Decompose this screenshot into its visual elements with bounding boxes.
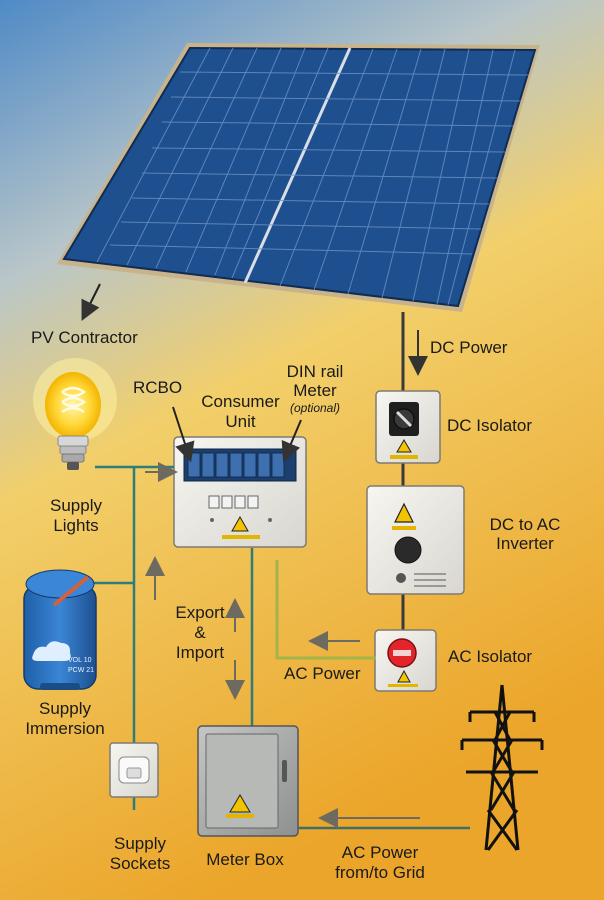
label-ac-power: AC Power — [284, 664, 361, 683]
label-supply-sockets-1: Supply — [114, 834, 166, 853]
label-ac-grid-2: from/to Grid — [335, 863, 425, 882]
label-dc-power: DC Power — [430, 338, 508, 357]
pylon-icon — [460, 684, 544, 851]
label-import: Import — [175, 643, 225, 662]
tank-text-2: PCW 21 — [68, 667, 94, 674]
label-din-optional: (optional) — [289, 401, 341, 415]
label-supply-immersion-1: Supply — [39, 699, 91, 718]
rcbo-arrow — [172, 406, 195, 463]
label-din-rail-2: Meter — [293, 381, 337, 400]
label-rcbo: RCBO — [133, 378, 183, 397]
label-supply-immersion-2: Immersion — [25, 719, 105, 738]
label-consumer-unit-2: Unit — [225, 412, 256, 431]
pv-arrow — [81, 283, 101, 321]
ac-wire — [275, 560, 376, 660]
inverter-box — [366, 485, 465, 595]
label-export: Export — [175, 603, 225, 622]
label-pv-contractor: PV Contractor — [31, 328, 138, 347]
label-dc-isolator: DC Isolator — [447, 416, 533, 435]
light-bulb-icon — [33, 358, 117, 470]
solar-panel-icon — [57, 43, 540, 312]
meter-box — [197, 725, 299, 837]
label-meter-box: Meter Box — [206, 850, 284, 869]
label-consumer-unit-1: Consumer — [201, 392, 280, 411]
label-supply-lights-2: Lights — [53, 516, 99, 535]
ac-isolator-box — [374, 629, 437, 692]
label-supply-lights-1: Supply — [50, 496, 102, 515]
water-tank-icon — [23, 569, 97, 690]
label-din-rail-1: DIN rail — [286, 362, 344, 381]
label-dc-to-ac-2: Inverter — [496, 534, 554, 553]
label-dc-to-ac-1: DC to AC — [489, 515, 561, 534]
socket-icon — [109, 742, 159, 798]
dc-isolator-box — [375, 390, 441, 464]
label-ac-grid-1: AC Power — [341, 843, 419, 862]
label-ac-isolator: AC Isolator — [448, 647, 533, 666]
consumer-unit-box — [173, 436, 307, 548]
din-rail-arrow — [281, 419, 302, 463]
tank-text-1: VOL 10 — [68, 657, 92, 664]
label-supply-sockets-2: Sockets — [109, 854, 171, 873]
label-and: & — [194, 623, 206, 642]
